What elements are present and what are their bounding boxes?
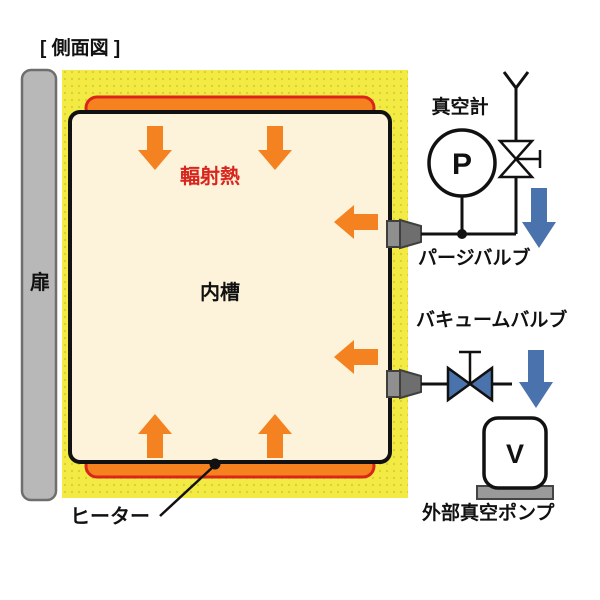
radiant-arrow-left-lower bbox=[334, 340, 378, 374]
vacuum-valve-icon bbox=[446, 350, 494, 403]
side-view-title: [ 側面図 ] bbox=[40, 38, 121, 59]
heater-pointer-line bbox=[159, 465, 215, 517]
port-lower bbox=[386, 368, 422, 400]
radiant-heat-label: 輻射熱 bbox=[180, 166, 240, 188]
flow-arrow-vacuum bbox=[519, 350, 553, 408]
vacuum-valve-label: バキュームバルブ bbox=[416, 310, 568, 331]
purge-valve-label: パージバルブ bbox=[418, 248, 531, 269]
pump-symbol: V bbox=[506, 439, 524, 469]
vent-y-icon bbox=[502, 71, 530, 100]
door bbox=[20, 68, 58, 502]
port-upper bbox=[386, 218, 422, 250]
radiant-arrow-down-left bbox=[138, 126, 172, 170]
door-label: 扉 bbox=[30, 272, 50, 294]
flow-arrow-purge bbox=[522, 188, 556, 248]
gauge-symbol: P bbox=[452, 148, 472, 181]
radiant-arrow-up-left bbox=[138, 414, 172, 458]
radiant-arrow-down-right bbox=[258, 126, 292, 170]
pump-body bbox=[482, 416, 548, 490]
vacuum-gauge-label: 真空計 bbox=[431, 97, 489, 118]
heater-pointer-dot bbox=[209, 458, 221, 470]
inner-chamber bbox=[68, 110, 392, 464]
pipe-junction-dot bbox=[457, 229, 467, 239]
inner-chamber-label: 内槽 bbox=[200, 282, 240, 304]
purge-valve-icon bbox=[497, 139, 542, 179]
radiant-arrow-left-upper bbox=[334, 205, 378, 239]
vacuum-gauge-dial bbox=[427, 128, 497, 198]
radiant-arrow-up-right bbox=[258, 414, 292, 458]
heater-label: ヒーター bbox=[70, 506, 150, 528]
external-pump-label: 外部真空ポンプ bbox=[422, 503, 555, 524]
